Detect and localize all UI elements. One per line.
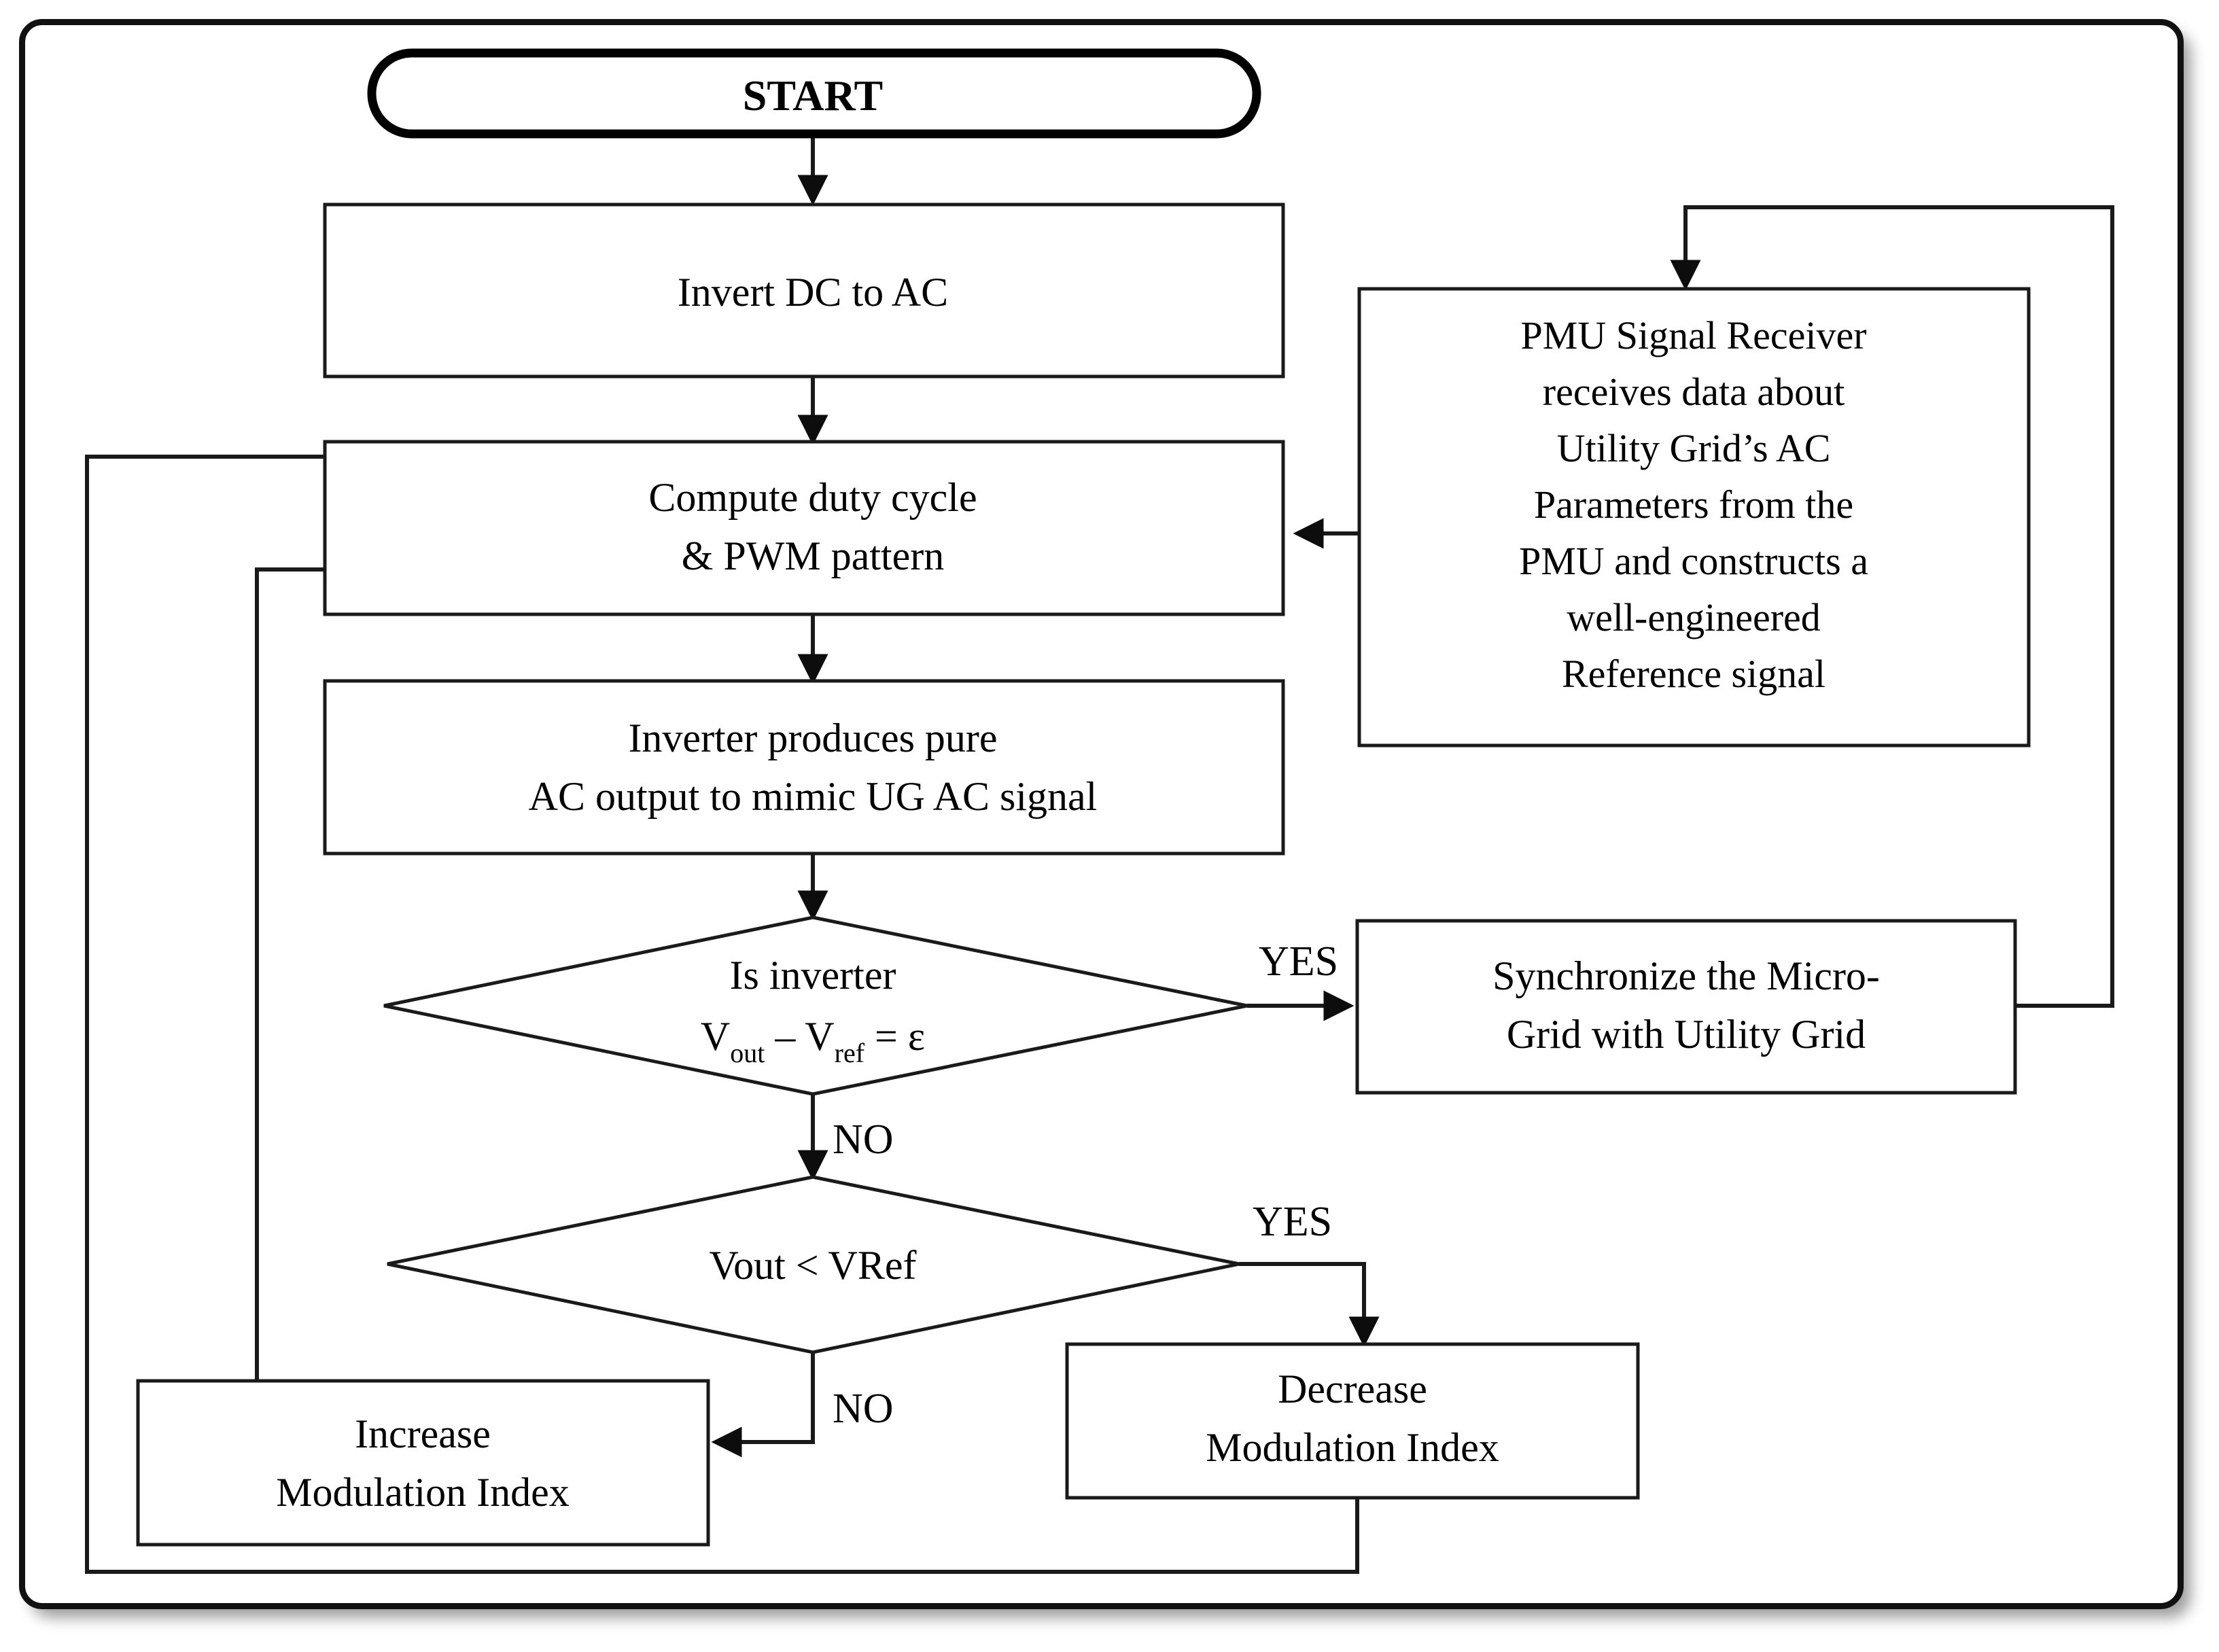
node-synchronize-line1: Synchronize the Micro- bbox=[1492, 953, 1880, 998]
node-decision2-label: Vout < VRef bbox=[710, 1243, 917, 1288]
decision1-sub-out: out bbox=[730, 1038, 765, 1068]
node-pmu-line-2: receives data about bbox=[1543, 370, 1845, 414]
node-decision-vout-less-vref[interactable] bbox=[387, 1175, 1240, 1354]
node-start[interactable] bbox=[367, 48, 1261, 139]
node-pmu-line-7: Reference signal bbox=[1562, 652, 1825, 696]
node-inverter-produces-ac[interactable] bbox=[323, 679, 1285, 856]
node-compute-duty-cycle-line2: & PWM pattern bbox=[682, 533, 945, 578]
node-synchronize-microgrid[interactable] bbox=[1355, 919, 2017, 1095]
node-decrease-line2: Modulation Index bbox=[1206, 1425, 1499, 1470]
node-decision1-expression: Vout – Vref = ε bbox=[701, 1014, 925, 1068]
node-pmu-line-3: Utility Grid’s AC bbox=[1557, 426, 1831, 470]
node-invert-dc-to-ac-label: Invert DC to AC bbox=[678, 270, 948, 315]
node-compute-duty-cycle[interactable] bbox=[323, 440, 1285, 616]
node-decision-inverter-vout-vref[interactable] bbox=[383, 915, 1248, 1096]
edge-decision2-yes-to-decrease bbox=[1239, 1262, 1380, 1348]
node-pmu-line-1: PMU Signal Receiver bbox=[1520, 313, 1866, 357]
node-pmu-line-5: PMU and constructs a bbox=[1519, 539, 1868, 583]
node-increase-line1: Increase bbox=[355, 1411, 491, 1456]
node-compute-duty-cycle-line1: Compute duty cycle bbox=[648, 475, 977, 520]
decision1-sub-ref: ref bbox=[835, 1038, 865, 1068]
edge-sync-to-pmu bbox=[1670, 205, 2114, 1008]
edge-label-decision1-yes: YES bbox=[1259, 938, 1338, 985]
edge-label-decision2-no: NO bbox=[833, 1386, 894, 1432]
node-decrease-line1: Decrease bbox=[1278, 1367, 1427, 1411]
node-inverter-produces-ac-line2: AC output to mimic UG AC signal bbox=[529, 774, 1098, 819]
node-pmu-line-4: Parameters from the bbox=[1534, 482, 1853, 527]
node-pmu-line-6: well-engineered bbox=[1567, 595, 1821, 639]
decision1-v1: V bbox=[701, 1014, 730, 1059]
node-pmu-signal-receiver[interactable] bbox=[1357, 287, 2031, 748]
node-synchronize-line2: Grid with Utility Grid bbox=[1507, 1012, 1866, 1057]
node-inverter-produces-ac-line1: Inverter produces pure bbox=[628, 716, 997, 760]
edge-label-decision2-yes: YES bbox=[1253, 1199, 1332, 1245]
edge-decision2-no-to-increase bbox=[711, 1354, 815, 1458]
node-invert-dc-to-ac[interactable] bbox=[323, 203, 1285, 379]
decision1-tail: = ε bbox=[864, 1014, 925, 1059]
node-decision1-line1: Is inverter bbox=[730, 953, 896, 998]
decision1-mid: – V bbox=[765, 1014, 834, 1059]
node-increase-modulation-index[interactable] bbox=[136, 1379, 710, 1547]
node-start-label: START bbox=[743, 71, 883, 120]
node-decrease-modulation-index[interactable] bbox=[1065, 1342, 1640, 1500]
node-increase-line2: Modulation Index bbox=[276, 1470, 570, 1515]
edge-label-decision1-no: NO bbox=[833, 1117, 894, 1163]
